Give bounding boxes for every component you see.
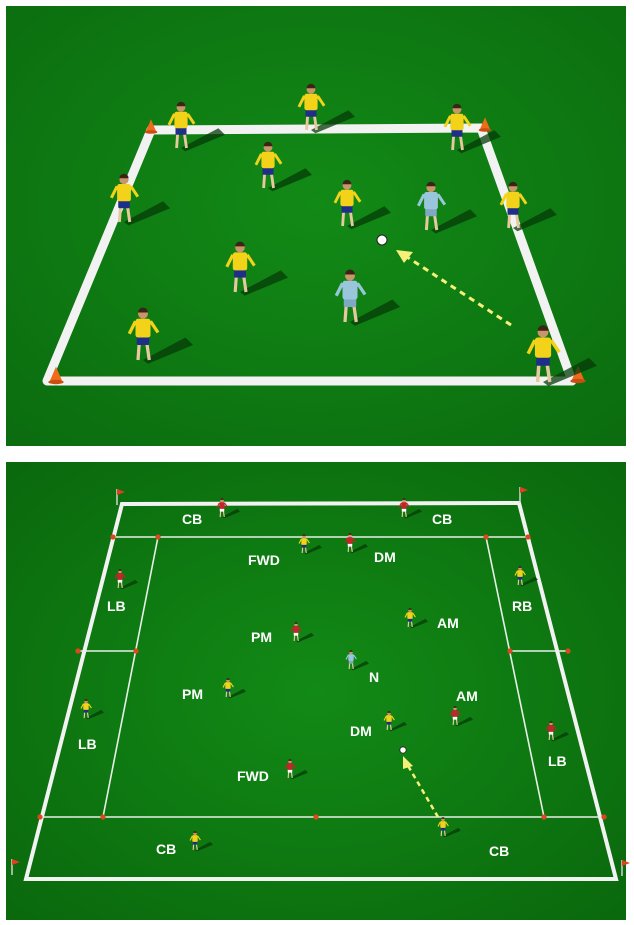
label-cb-top-right: CB [432, 511, 452, 527]
top-ball-icon [377, 235, 387, 245]
label-dm-top: DM [374, 549, 396, 565]
marker-cone-icon-6 [133, 648, 138, 653]
label-cb-top-left: CB [182, 511, 202, 527]
label-lb-lower-right: LB [548, 753, 567, 769]
label-n-center: N [369, 669, 379, 685]
panel-divider [0, 446, 634, 462]
marker-cone-icon-12 [541, 814, 546, 819]
label-lb-upper: LB [107, 598, 126, 614]
marker-cone-icon-13 [601, 814, 606, 819]
label-pm-lower: PM [182, 686, 203, 702]
label-cb-bottom-right: CB [489, 843, 509, 859]
label-fwd-top: FWD [248, 552, 280, 568]
marker-cone-icon-5 [75, 648, 80, 653]
marker-cone-icon-8 [565, 648, 570, 653]
label-dm-lower: DM [350, 723, 372, 739]
bottom-pitch-background [6, 462, 626, 920]
marker-cone-icon-7 [507, 648, 512, 653]
top-diagram-panel [6, 6, 626, 446]
label-fwd-lower: FWD [237, 768, 269, 784]
label-cb-bottom-left: CB [156, 841, 176, 857]
label-am-upper: AM [437, 615, 459, 631]
marker-cone-icon-4 [525, 534, 530, 539]
label-am-lower: AM [456, 688, 478, 704]
label-lb-lower-left: LB [78, 736, 97, 752]
marker-cone-icon-9 [37, 814, 42, 819]
marker-cone-icon-1 [110, 534, 115, 539]
marker-cone-icon-3 [483, 534, 488, 539]
marker-cone-icon-10 [100, 814, 105, 819]
marker-cone-icon-11 [313, 814, 318, 819]
bottom-ball-icon [400, 747, 406, 753]
marker-cone-icon-2 [155, 534, 160, 539]
label-rb: RB [512, 598, 532, 614]
label-pm-upper: PM [251, 629, 272, 645]
bottom-diagram-panel: CB CB FWD DM LB RB PM AM N PM AM LB DM L… [6, 462, 630, 920]
